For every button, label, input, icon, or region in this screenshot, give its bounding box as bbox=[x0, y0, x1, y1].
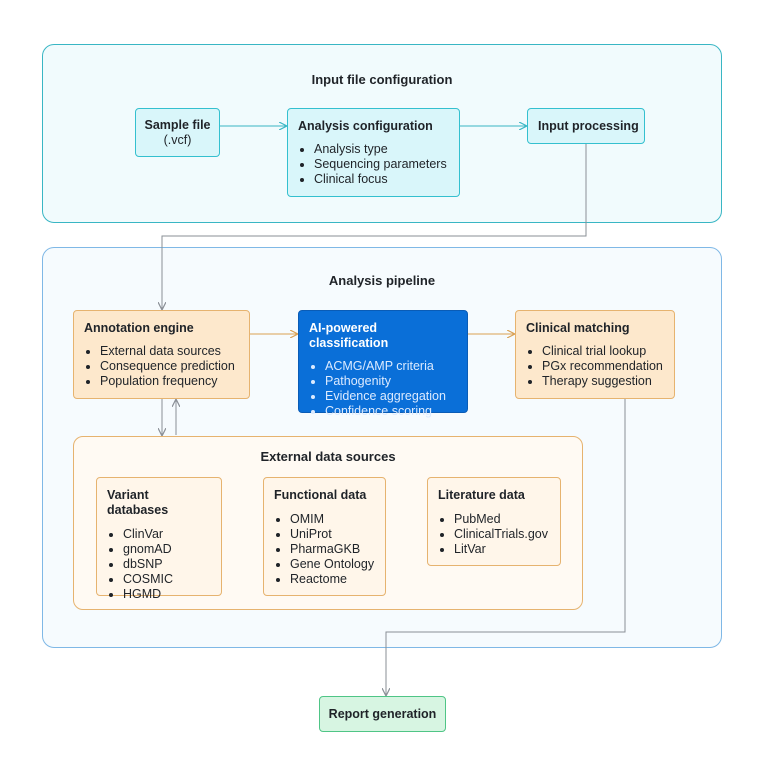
node-literature-data: Literature data PubMed ClinicalTrials.go… bbox=[427, 477, 561, 566]
list-item: LitVar bbox=[454, 542, 550, 557]
list-item: External data sources bbox=[100, 344, 239, 359]
node-ai-classification-title: AI-powered classification bbox=[309, 321, 389, 350]
node-ai-classification-list: ACMG/AMP criteria Pathogenity Evidence a… bbox=[309, 359, 457, 419]
edge-clinical-to-report bbox=[386, 399, 626, 695]
list-item: COSMIC bbox=[123, 572, 211, 587]
list-item: Clinical focus bbox=[314, 172, 449, 187]
node-functional-data: Functional data OMIM UniProt PharmaGKB G… bbox=[263, 477, 386, 596]
list-item: Evidence aggregation bbox=[325, 389, 457, 404]
list-item: OMIM bbox=[290, 512, 375, 527]
list-item: HGMD bbox=[123, 587, 211, 602]
list-item: PGx recommendation bbox=[542, 359, 664, 374]
node-clinical-matching: Clinical matching Clinical trial lookup … bbox=[515, 310, 675, 399]
list-item: Confidence scoring bbox=[325, 404, 457, 419]
list-item: Analysis type bbox=[314, 142, 449, 157]
node-analysis-configuration-list: Analysis type Sequencing parameters Clin… bbox=[298, 142, 449, 187]
group-title-external: External data sources bbox=[260, 449, 396, 464]
group-title-pipeline: Analysis pipeline bbox=[328, 273, 436, 288]
list-item: Population frequency bbox=[100, 374, 239, 389]
group-title-input: Input file configuration bbox=[311, 72, 453, 87]
list-item: PubMed bbox=[454, 512, 550, 527]
node-annotation-engine-list: External data sources Consequence predic… bbox=[84, 344, 239, 389]
node-annotation-engine-title: Annotation engine bbox=[84, 321, 194, 335]
node-functional-data-title: Functional data bbox=[274, 488, 367, 502]
node-literature-data-list: PubMed ClinicalTrials.gov LitVar bbox=[438, 512, 550, 557]
list-item: ClinVar bbox=[123, 527, 211, 542]
list-item: Pathogenity bbox=[325, 374, 457, 389]
node-annotation-engine: Annotation engine External data sources … bbox=[73, 310, 250, 399]
node-input-processing-title: Input processing bbox=[538, 119, 639, 133]
node-sample-file: Sample file (.vcf) bbox=[135, 108, 220, 157]
node-analysis-configuration: Analysis configuration Analysis type Seq… bbox=[287, 108, 460, 197]
list-item: Therapy suggestion bbox=[542, 374, 664, 389]
list-item: dbSNP bbox=[123, 557, 211, 572]
node-input-processing: Input processing bbox=[527, 108, 645, 144]
node-variant-databases-title: Variant databases bbox=[107, 488, 169, 517]
node-sample-file-subtitle: (.vcf) bbox=[163, 133, 192, 147]
node-clinical-matching-list: Clinical trial lookup PGx recommendation… bbox=[526, 344, 664, 389]
node-report-generation-title: Report generation bbox=[328, 707, 437, 721]
list-item: Consequence prediction bbox=[100, 359, 239, 374]
node-literature-data-title: Literature data bbox=[438, 488, 525, 502]
node-ai-powered-classification: AI-powered classification ACMG/AMP crite… bbox=[298, 310, 468, 418]
list-item: gnomAD bbox=[123, 542, 211, 557]
node-clinical-matching-title: Clinical matching bbox=[526, 321, 630, 335]
node-sample-file-title: Sample file bbox=[144, 118, 211, 132]
node-functional-data-list: OMIM UniProt PharmaGKB Gene Ontology Rea… bbox=[274, 512, 375, 587]
node-analysis-configuration-title: Analysis configuration bbox=[298, 119, 433, 133]
list-item: ClinicalTrials.gov bbox=[454, 527, 550, 542]
list-item: ACMG/AMP criteria bbox=[325, 359, 457, 374]
list-item: Sequencing parameters bbox=[314, 157, 449, 172]
list-item: Reactome bbox=[290, 572, 375, 587]
list-item: Gene Ontology bbox=[290, 557, 375, 572]
list-item: Clinical trial lookup bbox=[542, 344, 664, 359]
list-item: PharmaGKB bbox=[290, 542, 375, 557]
node-variant-databases-list: ClinVar gnomAD dbSNP COSMIC HGMD bbox=[107, 527, 211, 602]
list-item: UniProt bbox=[290, 527, 375, 542]
edge-processing-to-annotation bbox=[162, 144, 587, 309]
node-variant-databases: Variant databases ClinVar gnomAD dbSNP C… bbox=[96, 477, 222, 601]
node-report-generation: Report generation bbox=[319, 696, 446, 732]
